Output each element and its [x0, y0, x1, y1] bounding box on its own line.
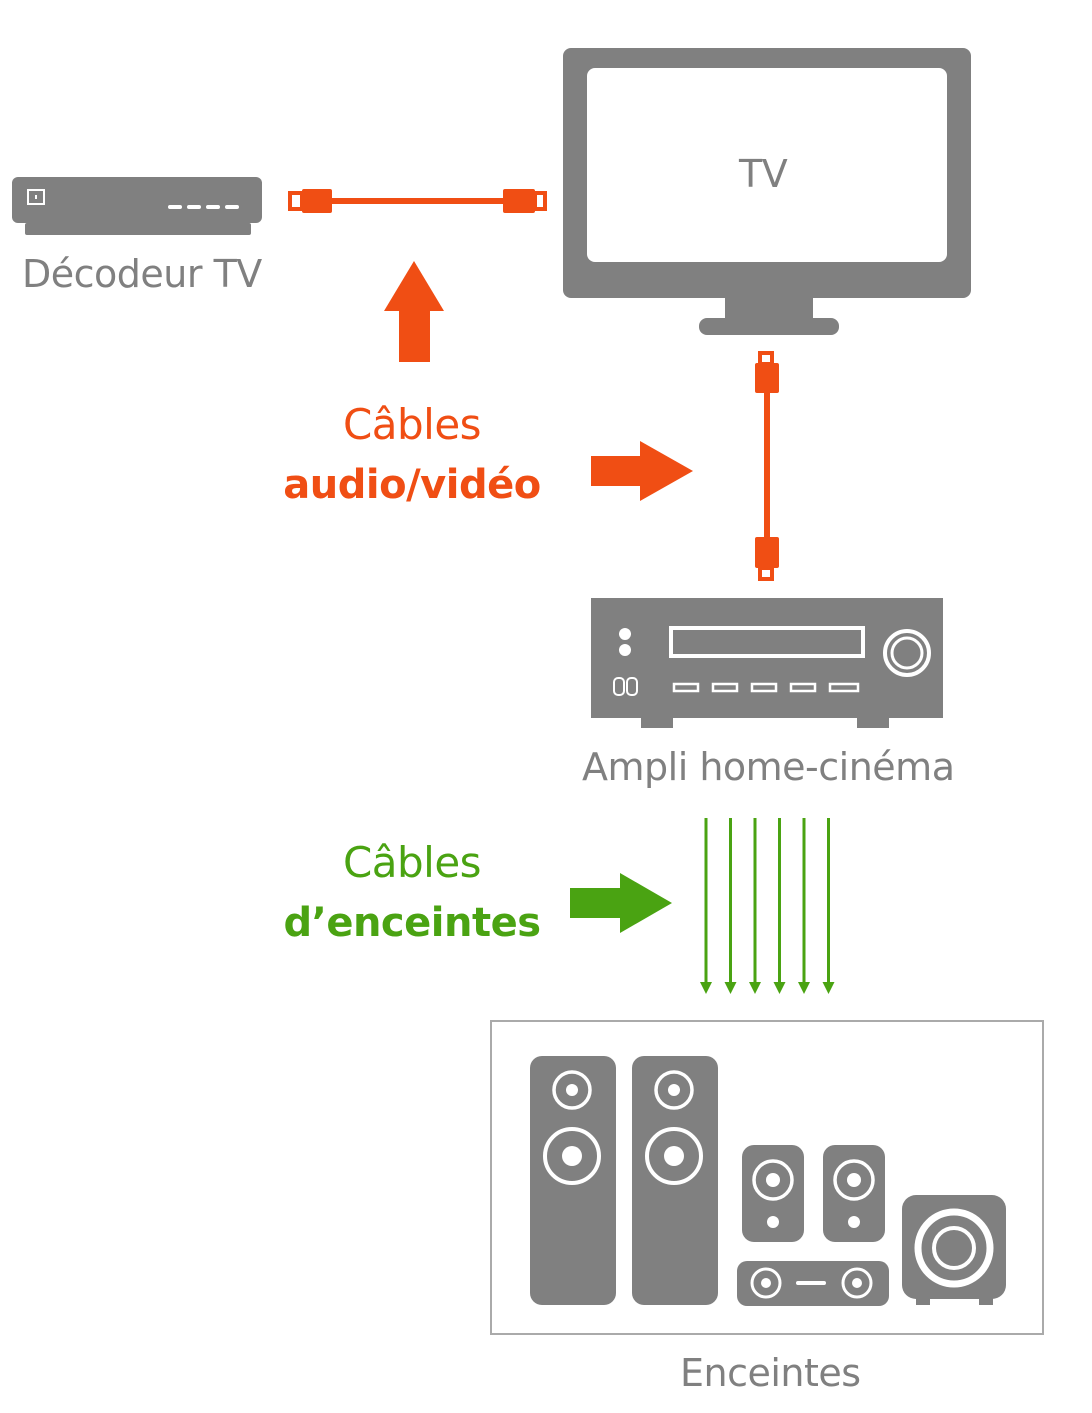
av-cables-caption: Câbles audio/vidéo	[262, 395, 562, 515]
satellite-speaker-left	[742, 1145, 804, 1242]
tv-label: TV	[739, 152, 788, 196]
arrow-down-icon	[724, 982, 737, 994]
set-top-box-icon	[12, 177, 262, 235]
arrow-down-icon	[822, 982, 835, 994]
speaker-wire	[724, 818, 737, 994]
av-cables-caption-line1: Câbles	[342, 400, 482, 449]
speaker-set-icon	[490, 1020, 1044, 1335]
av-cables-caption-line2: audio/vidéo	[283, 462, 541, 508]
speaker-wires	[700, 818, 835, 994]
speaker-cables-caption-line1: Câbles	[342, 838, 482, 887]
speaker-wire	[822, 818, 835, 994]
arrow-down-icon	[749, 982, 761, 994]
arrow-right-icon	[591, 441, 693, 501]
speaker-cables-caption-line2: d’enceintes	[283, 900, 541, 946]
speaker-wire	[749, 818, 761, 994]
subwoofer	[902, 1195, 1006, 1305]
hdmi-cable-decoder-tv	[288, 189, 547, 213]
arrow-down-icon	[773, 982, 786, 994]
arrow-down-icon	[700, 982, 712, 994]
satellite-speaker-right	[823, 1145, 885, 1242]
decoder-label: Décodeur TV	[22, 252, 262, 296]
speaker-wire	[798, 818, 810, 994]
tv-icon	[563, 48, 971, 335]
arrow-right-green-icon	[570, 873, 672, 933]
amplifier-label: Ampli home-cinéma	[582, 745, 955, 789]
arrow-down-icon	[798, 982, 810, 994]
speaker-cables-caption: Câbles d’enceintes	[262, 833, 562, 953]
speakers-label: Enceintes	[680, 1351, 861, 1395]
speaker-wire	[700, 818, 712, 994]
av-receiver-icon	[591, 598, 943, 728]
tower-speaker-right	[632, 1056, 718, 1305]
arrow-up-icon	[384, 261, 444, 362]
speaker-wire	[773, 818, 786, 994]
hdmi-cable-tv-amplifier	[755, 351, 779, 581]
tower-speaker-left	[530, 1056, 616, 1305]
center-speaker	[737, 1261, 889, 1306]
